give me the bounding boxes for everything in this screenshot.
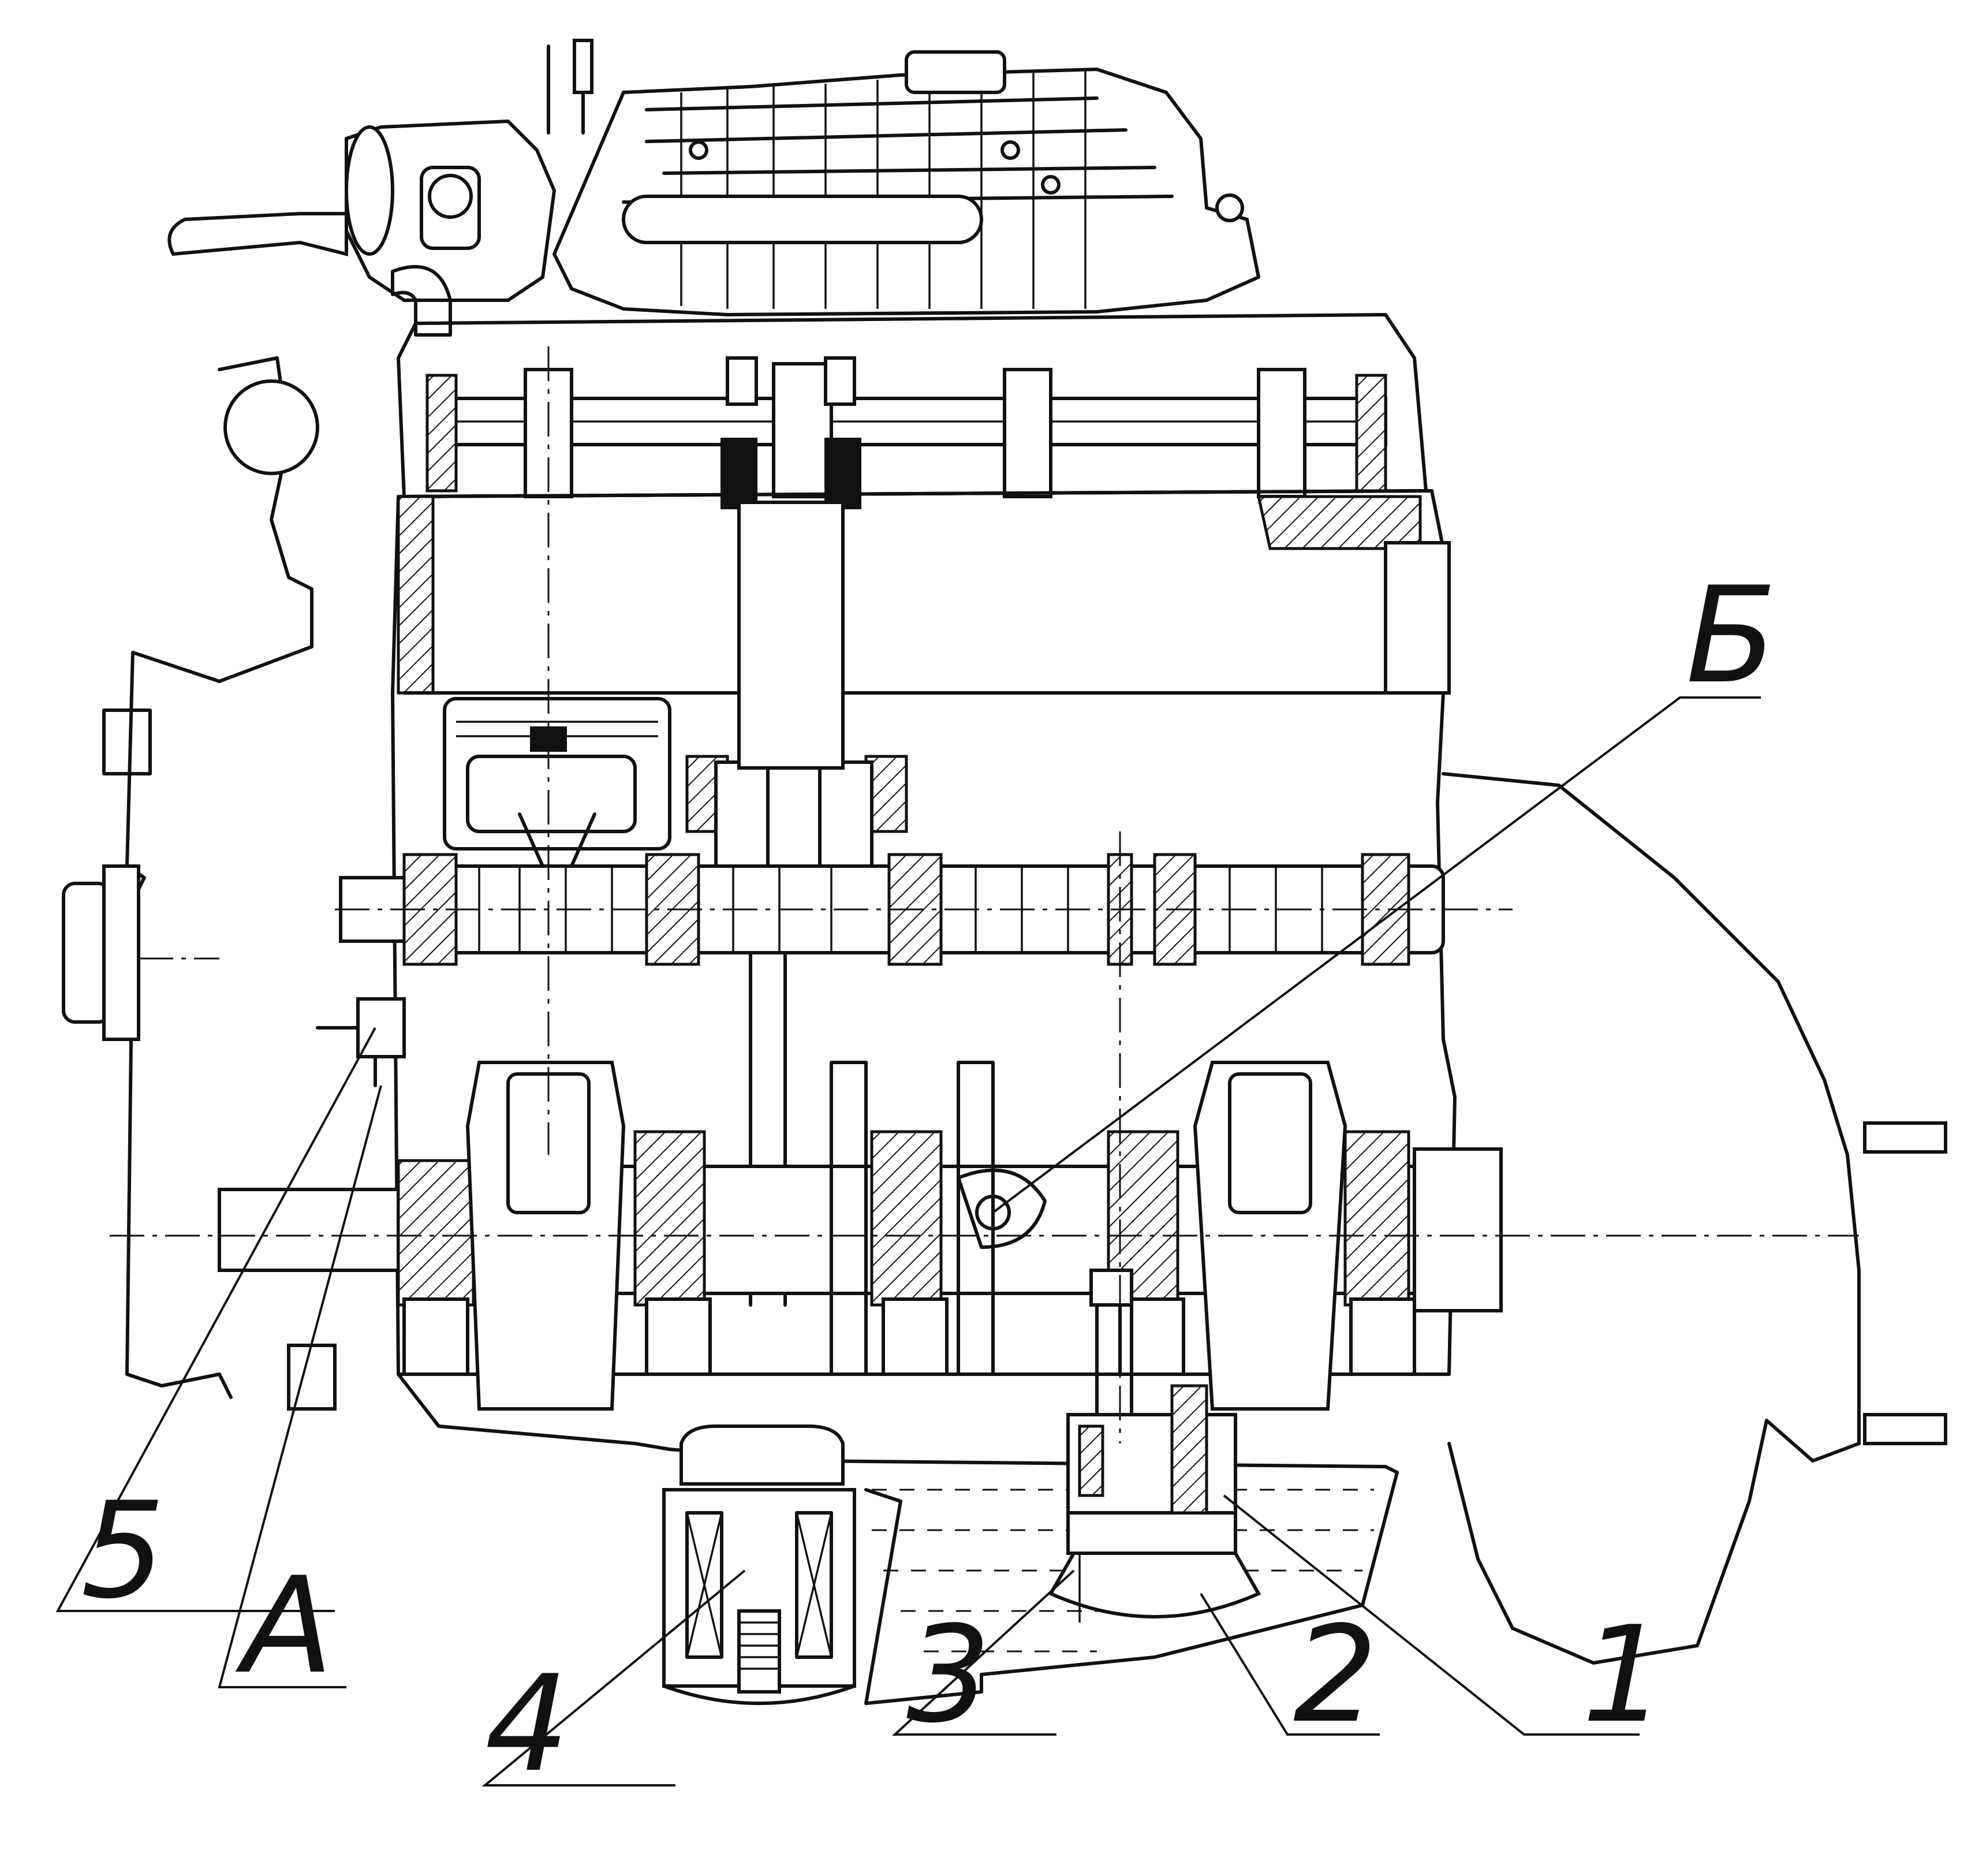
flywheel-housing [1442, 772, 1947, 1665]
oil-pump [1048, 1269, 1261, 1623]
oil-filter [662, 1424, 856, 1705]
callout-4: 4 [485, 1647, 569, 1802]
breather-hose [167, 212, 452, 337]
callout-a: А [235, 1549, 333, 1703]
crankshaft [218, 1061, 1503, 1411]
cylinder-block [391, 489, 1457, 1376]
callout-3: 3 [906, 1598, 991, 1752]
center-lines [110, 346, 1859, 1444]
callout-b: Б [1686, 559, 1777, 713]
intake-manifold [552, 50, 1260, 316]
throttle-body [345, 39, 593, 302]
oil-pressure-sensor [316, 997, 406, 1087]
piston [443, 697, 671, 868]
cylinder-head [397, 313, 1428, 509]
callout-1: 1 [1582, 1598, 1666, 1752]
callout-2: 2 [1293, 1598, 1377, 1752]
leader-lines [55, 696, 1761, 1787]
timing-cover [62, 356, 337, 1411]
callout-5: 5 [81, 1474, 165, 1628]
